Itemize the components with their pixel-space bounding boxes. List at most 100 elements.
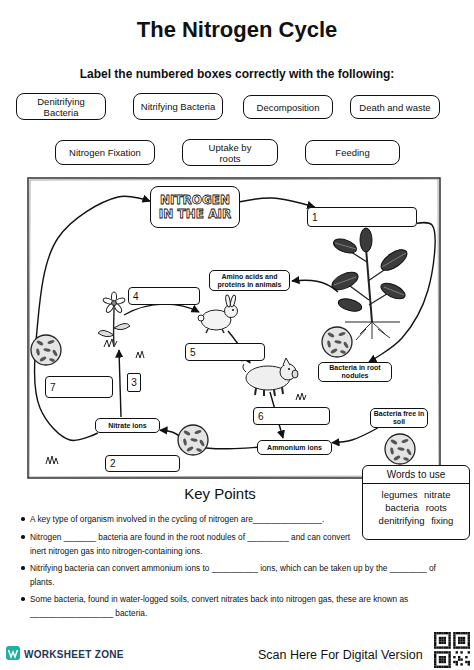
- qr-code: [460, 658, 462, 660]
- qr-code: [468, 639, 470, 641]
- section-heading: Key Points: [130, 485, 310, 502]
- qr-code: [456, 651, 458, 653]
- qr-code: [439, 632, 441, 634]
- flower-drawing: [112, 292, 117, 302]
- qr-code: [439, 656, 441, 658]
- qr-code: [458, 656, 460, 658]
- qr-code: [441, 646, 443, 648]
- qr-code: [434, 658, 436, 660]
- qr-code: [468, 637, 470, 639]
- qr-code: [436, 632, 438, 634]
- qr-code: [434, 632, 436, 634]
- qr-code: [444, 658, 446, 660]
- qr-code: [448, 637, 450, 639]
- qr-code: [465, 661, 467, 663]
- qr-code: [460, 646, 462, 648]
- qr-code: [441, 666, 443, 668]
- qr-code: [463, 637, 465, 639]
- qr-code: [458, 639, 460, 641]
- flower-drawing: [113, 302, 123, 313]
- qr-code: [453, 639, 455, 641]
- rabbit-drawing: [198, 295, 238, 333]
- diagram-frame: [28, 178, 440, 478]
- qr-code: [444, 637, 446, 639]
- qr-code: [453, 646, 455, 648]
- qr-code: [439, 637, 441, 639]
- qr-code: [458, 642, 460, 644]
- qr-code: [463, 642, 465, 644]
- rabbit-drawing: [232, 309, 234, 311]
- flower-drawing: [102, 297, 113, 305]
- flower-drawing: [98, 323, 130, 336]
- box-text: 2: [110, 458, 116, 469]
- qr-code: [468, 661, 470, 663]
- qr-code: [441, 656, 443, 658]
- qr-code: [465, 656, 467, 658]
- qr-code: [460, 651, 462, 653]
- qr-code: [441, 632, 443, 634]
- qr-code: [434, 632, 470, 668]
- pig-drawing: [243, 364, 246, 372]
- qr-code: [453, 634, 455, 636]
- pig-drawing: [292, 370, 298, 378]
- plant-drawing: [360, 228, 372, 252]
- rabbit-drawing: [225, 295, 231, 308]
- plant-drawing: [334, 243, 406, 295]
- qr-code: [456, 632, 458, 634]
- flower-drawing: [112, 301, 117, 306]
- answer-box: 7: [45, 376, 113, 398]
- process-arrow: [292, 280, 338, 292]
- qr-code: [441, 658, 443, 660]
- qr-code: [434, 661, 436, 663]
- grass-tuft: [104, 339, 117, 347]
- flow-arrow: [160, 430, 257, 449]
- qr-code: [439, 646, 441, 648]
- qr-code: [434, 637, 436, 639]
- qr-code: [441, 642, 443, 644]
- qr-code: [456, 646, 458, 648]
- qr-code: [468, 634, 470, 636]
- plant-drawing: [356, 322, 390, 340]
- instruction-text: Label the numbered boxes correctly with …: [0, 67, 474, 81]
- word-bank-box: Nitrogen Fixation: [55, 140, 155, 165]
- qr-code: [460, 642, 462, 644]
- pig-drawing: [255, 387, 283, 396]
- flow-arrow: [240, 198, 315, 207]
- box-text: Bacteria free in soil: [373, 410, 425, 426]
- answer-box: 2: [105, 455, 180, 472]
- qr-code: [460, 637, 462, 639]
- answer-box: 1: [307, 207, 417, 227]
- qr-code: [468, 651, 470, 653]
- qr-code: [458, 658, 460, 660]
- brand-name: WORKSHEET ZONE: [24, 649, 144, 660]
- grass-tuft: [296, 393, 306, 400]
- qr-code: [453, 656, 455, 658]
- pig-drawing: [283, 358, 290, 365]
- bacteria-symbol: [31, 327, 415, 464]
- qr-code: [444, 656, 446, 658]
- qr-code: [468, 642, 470, 644]
- qr-code: [453, 632, 455, 634]
- box-text: 7: [50, 382, 56, 393]
- word-list-box: Words to uselegumes nitrate bacteria roo…: [362, 465, 470, 540]
- flow-arrow: [332, 428, 378, 443]
- process-arrow: [124, 304, 199, 315]
- plant-drawing: [378, 246, 411, 275]
- stage-label-box: Bacteria free in soil: [370, 408, 428, 428]
- page-title: The Nitrogen Cycle: [0, 17, 474, 43]
- qr-code: [465, 646, 467, 648]
- stage-label-box: Amino acids and proteins in animals: [209, 270, 290, 291]
- qr-code: [468, 632, 470, 634]
- qr-code: [439, 666, 441, 668]
- box-text: 3: [131, 377, 137, 388]
- plant-drawing: [329, 228, 410, 340]
- answer-box: 4: [128, 287, 200, 305]
- word-bank-box: Death and waste: [350, 95, 440, 119]
- grass-tuft: [46, 456, 58, 464]
- qr-code: [448, 651, 450, 653]
- qr-code: [434, 663, 436, 665]
- qr-code: [456, 661, 458, 663]
- key-point: A key type of organism involved in the c…: [30, 512, 355, 526]
- qr-code: [444, 661, 446, 663]
- qr-code: [436, 666, 438, 668]
